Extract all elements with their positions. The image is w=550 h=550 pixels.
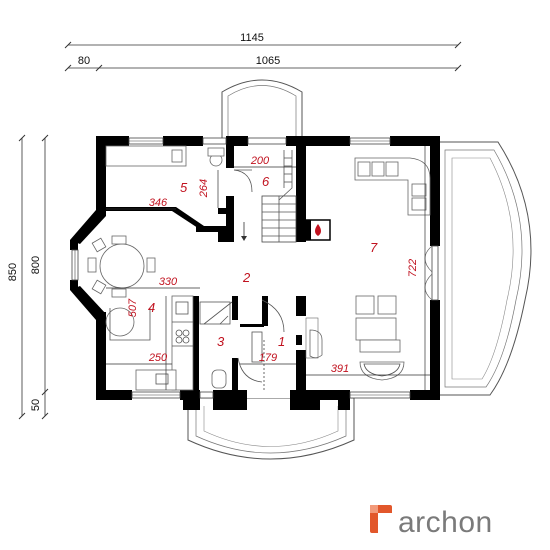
living-room-furniture (305, 157, 431, 381)
room-dim-264: 264 (198, 179, 210, 198)
room-number-4: 4 (148, 300, 155, 315)
archon-logo-icon (370, 505, 392, 533)
archon-logo-text: archon (398, 506, 493, 539)
pantry-fixtures (105, 145, 253, 193)
dim-bottom-offset: 50 (30, 399, 42, 411)
room-dim-330: 330 (159, 276, 178, 288)
room-number-7: 7 (370, 240, 378, 255)
bathroom-fixtures (199, 301, 233, 389)
room-dim-200: 200 (250, 155, 270, 167)
room-dim-179: 179 (259, 352, 277, 364)
dim-main-depth: 800 (30, 256, 42, 274)
walls (70, 136, 440, 410)
windows (71, 137, 439, 399)
room-number-2: 2 (242, 270, 251, 285)
front-porch (187, 397, 355, 460)
dim-overall-width: 1145 (240, 32, 264, 44)
room-dim-346: 346 (149, 197, 168, 209)
staircase (241, 150, 297, 243)
room-dimension-lines (106, 146, 430, 390)
left-dimension-lines (18, 134, 49, 420)
top-entrance-bay (221, 79, 303, 138)
room-number-1: 1 (278, 334, 285, 349)
dining-set (87, 235, 156, 341)
dim-overall-depth: 850 (7, 263, 19, 281)
right-terrace (436, 141, 532, 396)
dim-left-offset: 80 (78, 55, 90, 67)
room-dim-250: 250 (148, 352, 168, 364)
room-number-6: 6 (262, 174, 270, 189)
room-number-3: 3 (217, 334, 225, 349)
vestibule-fixtures (237, 299, 285, 390)
room-dim-391: 391 (331, 363, 349, 375)
top-dimension-lines (64, 41, 462, 72)
dim-main-width: 1065 (256, 55, 280, 67)
room-number-5: 5 (180, 180, 188, 195)
archon-logo: archon (370, 505, 493, 539)
room-dim-507: 507 (127, 298, 139, 317)
room-dim-722: 722 (407, 259, 419, 277)
fireplace (305, 219, 331, 241)
